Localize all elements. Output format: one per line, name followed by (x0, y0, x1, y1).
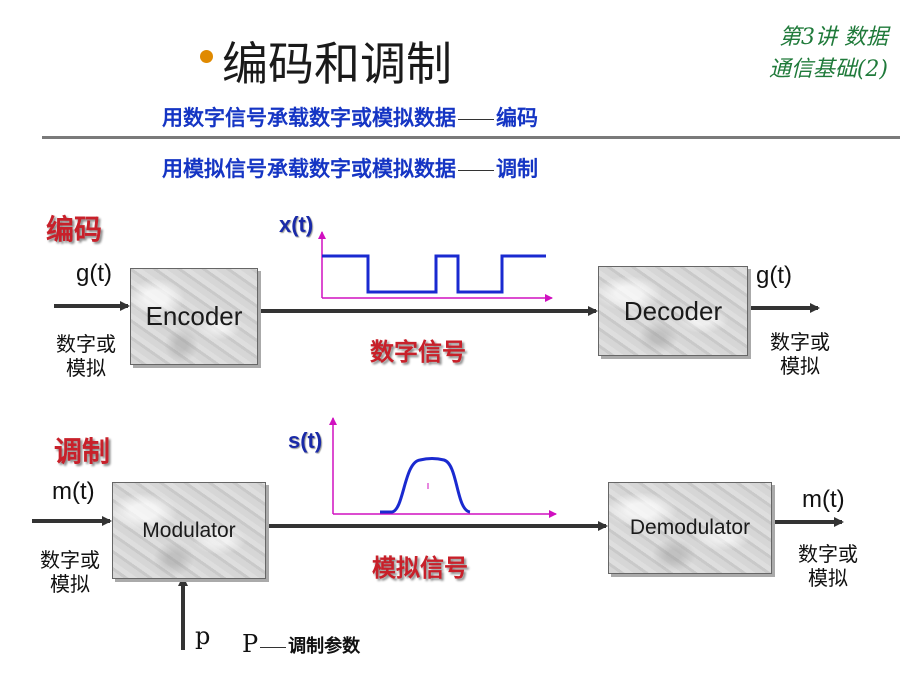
parameter-note: P 调制参数 (242, 630, 360, 658)
modulator-input-type: 数字或模拟 (40, 548, 100, 596)
modulator-label: Modulator (142, 518, 236, 542)
xt-label: x(t) (279, 212, 314, 237)
decoder-output-type: 数字或模拟 (770, 330, 830, 378)
subline-coding-text: 用数字信号承载数字或模拟数据 (162, 106, 456, 130)
lecture-badge-line2: 通信基础(2) (768, 57, 888, 82)
modulator-input-label: m(t) (52, 478, 95, 505)
digital-signal-label: 数字信号 (370, 338, 466, 366)
parameter-note-text: 调制参数 (288, 636, 361, 657)
modulator-block: Modulator (112, 482, 266, 579)
section-label-coding: 编码 (46, 213, 103, 246)
lecture-badge-line1: 第3讲 数据 (779, 25, 888, 50)
encoder-input-label: g(t) (76, 260, 112, 287)
decoder-output-label: g(t) (756, 262, 792, 289)
lecture-badge: 第3讲 数据 通信基础(2) (769, 22, 888, 86)
encoder-input-type: 数字或模拟 (56, 332, 116, 380)
demodulator-output-type: 数字或模拟 (798, 542, 858, 590)
demodulator-block: Demodulator (608, 482, 772, 574)
decoder-block: Decoder (598, 266, 748, 356)
demodulator-label: Demodulator (629, 516, 751, 539)
encoder-block: Encoder (130, 268, 258, 365)
page-title: 编码和调制 (222, 28, 452, 94)
analog-signal-label: 模拟信号 (372, 554, 468, 582)
title-bullet (200, 50, 213, 63)
demodulator-output-label: m(t) (802, 486, 845, 513)
dash-divider (458, 169, 494, 171)
subline-coding-term: 编码 (496, 106, 538, 130)
section-label-modulation: 调制 (54, 435, 111, 468)
st-label: s(t) (288, 428, 323, 453)
subline-modulation: 用模拟信号承载数字或模拟数据 调制 (162, 153, 538, 183)
page-title-text: 编码和调制 (222, 37, 452, 91)
decoder-label: Decoder (623, 295, 723, 326)
subline-coding: 用数字信号承载数字或模拟数据 编码 (162, 102, 538, 132)
encoder-label: Encoder (145, 301, 243, 331)
header-rule (42, 136, 900, 139)
subline-modulation-text: 用模拟信号承载数字或模拟数据 (162, 157, 456, 181)
subline-modulation-term: 调制 (496, 157, 538, 181)
xt-square-wave (322, 254, 546, 294)
parameter-note-symbol: P (242, 630, 259, 658)
st-pulse (380, 457, 471, 514)
dash-divider (458, 118, 494, 120)
parameter-input-label: p (195, 622, 211, 650)
dash-divider (260, 646, 287, 648)
